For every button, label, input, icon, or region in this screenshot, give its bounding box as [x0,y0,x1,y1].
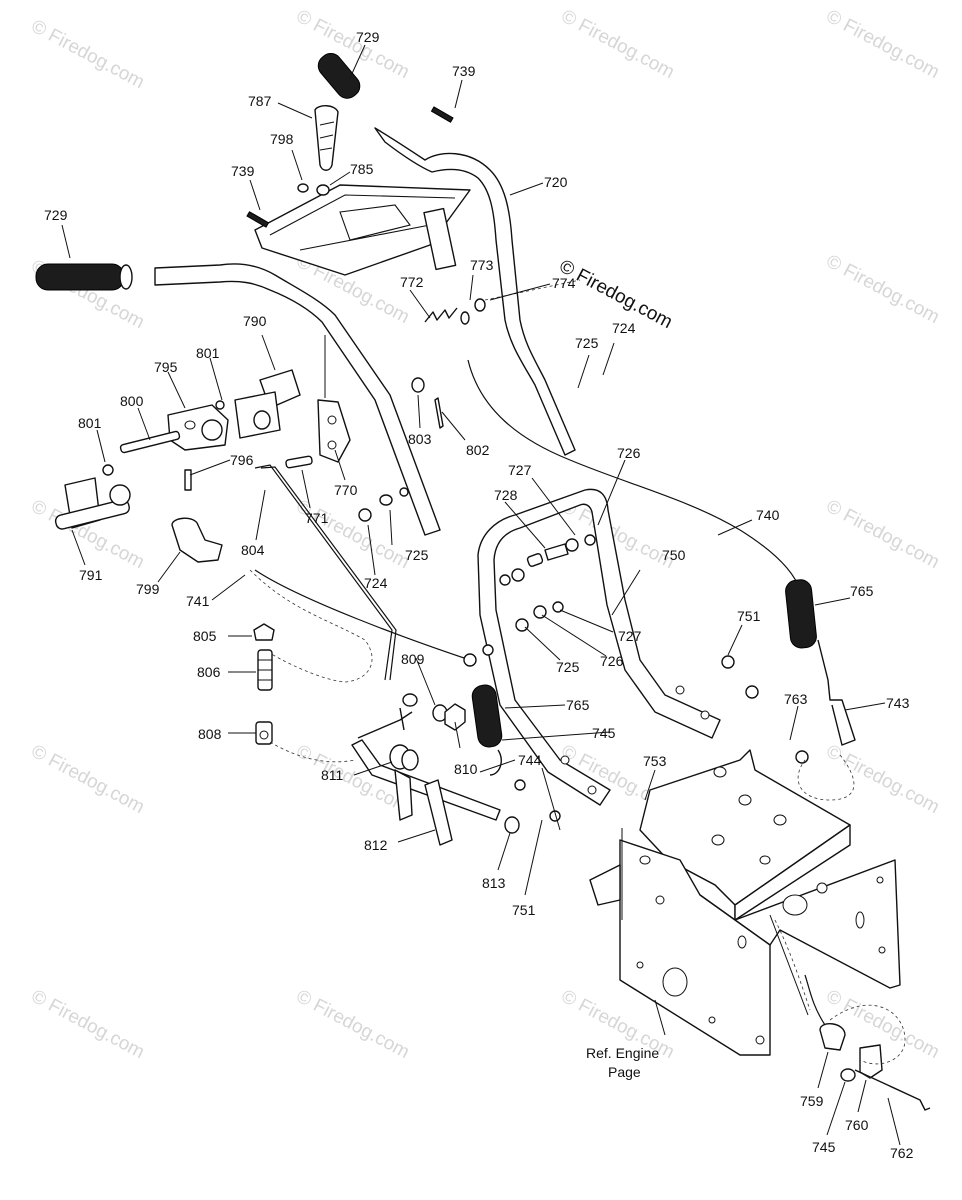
callout-751: 751 [737,608,761,624]
watermark: © Firedog.com [823,986,943,1063]
callout-804: 804 [241,542,265,558]
shift-linkage [253,623,520,846]
control-cable-740 [467,359,856,801]
callout-727: 727 [508,462,532,478]
callout-745: 745 [592,725,616,741]
engine-frame [589,749,901,1056]
callout-799: 799 [136,581,160,597]
callout-740: 740 [756,507,780,523]
callout-812: 812 [364,837,388,853]
upper-handle [154,127,576,536]
callout-800: 800 [120,393,144,409]
callout-771: 771 [305,510,329,526]
callout-810: 810 [454,761,478,777]
callout-791: 791 [79,567,103,583]
leader-lines [61,44,901,1146]
callout-759: 759 [800,1093,824,1109]
lower-handle [477,488,721,806]
callout-785: 785 [350,161,374,177]
shift-rod-804 [249,464,477,683]
callout-727: 727 [618,628,642,644]
callout-720: 720 [544,174,568,190]
watermark: © Firedog.com [823,6,943,83]
callout-739: 739 [231,163,255,179]
callout-728: 728 [494,487,518,503]
callout-741: 741 [186,593,210,609]
callout-811: 811 [321,767,344,783]
callout-760: 760 [845,1117,869,1133]
callout-725: 725 [575,335,599,351]
ref-engine-note-line1: Ref. Engine [586,1045,659,1061]
callout-739: 739 [452,63,476,79]
callout-813: 813 [482,875,506,891]
callout-772: 772 [400,274,424,290]
callout-725: 725 [556,659,580,675]
callout-774: 774 [552,275,576,291]
callout-762: 762 [890,1145,914,1161]
callout-726: 726 [617,445,641,461]
callout-802: 802 [466,442,490,458]
watermark: © Firedog.com [558,6,678,83]
ref-engine-note-line2: Page [608,1064,641,1080]
callout-798: 798 [270,131,294,147]
watermark: © Firedog.com [293,496,413,573]
callout-745: 745 [812,1139,836,1155]
bracket-lower-right [804,974,931,1111]
callout-773: 773 [470,257,494,273]
callout-753: 753 [643,753,667,769]
watermark: © Firedog.com [823,496,943,573]
watermark: © Firedog.com [823,251,943,328]
grip-765-center [471,684,503,748]
callout-801: 801 [78,415,102,431]
callout-724: 724 [612,320,636,336]
watermark: © Firedog.com [28,986,148,1063]
hardware-lower [482,534,809,822]
callout-805: 805 [193,628,217,644]
callout-743: 743 [886,695,910,711]
grip-765-right [785,579,817,649]
callout-796: 796 [230,452,254,468]
callout-724: 724 [364,575,388,591]
callout-795: 795 [154,359,178,375]
callout-787: 787 [248,93,272,109]
spring-772 [424,279,581,325]
grip-787 [314,105,339,171]
grip-729-left [35,263,125,291]
linkage-left [54,335,444,563]
callout-750: 750 [662,547,686,563]
callout-790: 790 [243,313,267,329]
callout-765: 765 [566,697,590,713]
watermark: © Firedog.com [28,741,148,818]
callout-725: 725 [405,547,429,563]
callout-744: 744 [518,752,542,768]
callout-801: 801 [196,345,220,361]
callout-770: 770 [334,482,358,498]
callout-808: 808 [198,726,222,742]
callout-729: 729 [44,207,68,223]
watermark: © Firedog.com [293,986,413,1063]
callouts: 729 739 787 798 785 739 720 729 773 772 … [44,29,914,1161]
callout-765: 765 [850,583,874,599]
callout-729: 729 [356,29,380,45]
callout-803: 803 [408,431,432,447]
watermark: © Firedog.com [28,16,148,93]
handle-grips [35,53,454,291]
watermark: © Firedog.com [823,741,943,818]
grip-729-upper [317,53,361,99]
callout-763: 763 [784,691,808,707]
callout-751: 751 [512,902,536,918]
callout-806: 806 [197,664,221,680]
callout-726: 726 [600,653,624,669]
callout-809: 809 [401,651,425,667]
